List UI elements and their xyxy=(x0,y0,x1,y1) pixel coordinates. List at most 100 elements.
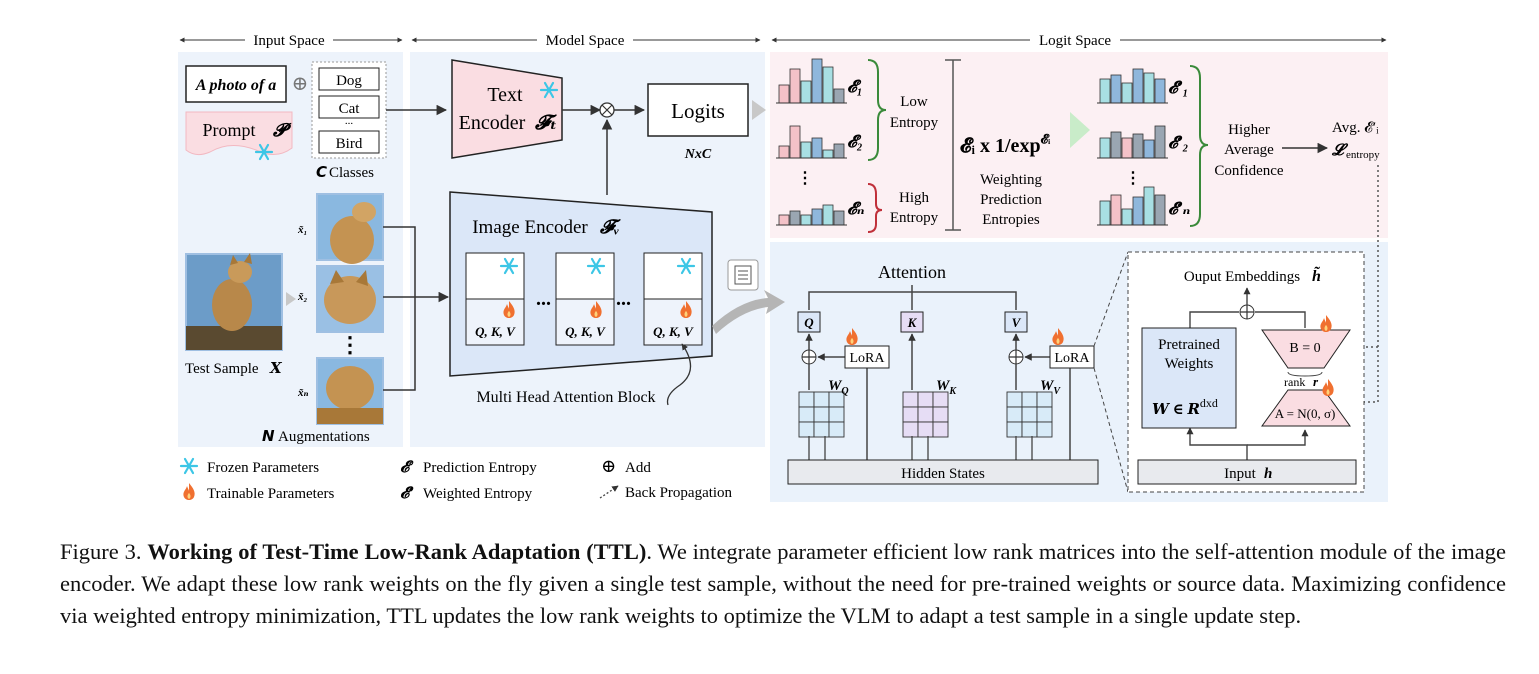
histogram-bar xyxy=(1110,74,1122,104)
weighting-line1: Weighting xyxy=(980,172,1043,188)
lora-zoom-line-bottom xyxy=(1093,367,1129,493)
classes-label: Classes xyxy=(329,165,374,181)
hidden-states-box xyxy=(787,459,1099,485)
lora-q-box xyxy=(844,345,890,369)
weight-grid-cell xyxy=(828,421,845,438)
weight-grid-cell xyxy=(902,391,919,408)
histogram-bar xyxy=(1143,186,1155,226)
test-sample-label: Test Sample xyxy=(185,361,259,377)
histogram-bar xyxy=(1132,133,1144,159)
input-h-label: Input xyxy=(1224,466,1256,482)
class-box-dog xyxy=(318,67,380,91)
backprop-path-a xyxy=(1344,165,1379,406)
text-encoder-symbol: 𝓕ₜ xyxy=(534,112,557,134)
weight-grid-cell xyxy=(828,406,845,423)
augmentation-1 xyxy=(316,193,384,264)
higher-conf-line2: Average xyxy=(1224,142,1274,158)
weight-grid-cell xyxy=(1036,406,1053,423)
lora-q-label: LoRA xyxy=(850,351,886,366)
histogram-bar xyxy=(1099,78,1111,104)
pretrained-line1: Pretrained xyxy=(1158,337,1220,353)
blocks-ellipsis: ... xyxy=(616,288,631,310)
weight-grid-cell xyxy=(1006,406,1023,423)
logit-space-label: Logit Space xyxy=(1039,33,1111,49)
blocks-ellipsis: ... xyxy=(536,288,551,310)
histogram-bar xyxy=(833,88,845,104)
augmentation-n xyxy=(316,357,384,425)
weighting-arrow xyxy=(1070,112,1090,148)
low-entropy-brace xyxy=(867,59,887,161)
weighting-bar xyxy=(945,59,961,231)
weight-grid-cell xyxy=(1006,391,1023,408)
attention-title: Attention xyxy=(878,262,946,282)
histogram-bar xyxy=(1121,137,1133,159)
caption-title: Working of Test-Time Low-Rank Adaptation… xyxy=(147,539,647,564)
flame-icon xyxy=(183,483,195,500)
histogram-bar xyxy=(1099,137,1111,159)
histogram-bar xyxy=(1110,131,1122,159)
histogram-bar xyxy=(822,66,834,104)
histogram-bar xyxy=(1099,200,1111,226)
qkv-label: Q, K, V xyxy=(653,324,694,339)
q-box xyxy=(797,311,821,333)
weight-grid-cell xyxy=(917,421,934,438)
weight-grid-cell xyxy=(902,421,919,438)
aug-connectors xyxy=(383,226,450,391)
logits-to-logit-space-arrow xyxy=(752,100,766,120)
legend-pred-entropy-symbol: 𝓔 xyxy=(400,459,414,476)
zoom-icon xyxy=(727,259,759,291)
attention-block-3: Q, K, V xyxy=(643,252,703,346)
histogram-bar xyxy=(1143,139,1155,159)
qkv-label: Q, K, V xyxy=(565,324,606,339)
concat-icon: ⊕ xyxy=(292,73,309,95)
ttl-diagram: Input Space Model Space Logit Space A ph… xyxy=(178,33,1388,502)
add-cross-lora xyxy=(1240,305,1254,319)
prompt-text-box xyxy=(185,65,287,103)
weight-grid-cell xyxy=(1021,391,1038,408)
augment-arrow xyxy=(286,292,296,306)
weighted-entropy-1: 𝓔′₁ xyxy=(1168,78,1188,97)
histogram-bar xyxy=(833,143,845,159)
caption-figure-label: Figure 3. xyxy=(60,539,142,564)
low-entropy-line2: Entropy xyxy=(890,115,939,131)
histogram-bar xyxy=(789,125,801,159)
rank-label: rank xyxy=(1284,375,1305,389)
lora-b-label: B = 0 xyxy=(1289,341,1320,356)
lora-v-label: LoRA xyxy=(1055,351,1091,366)
classes-symbol: 𝘾 xyxy=(316,165,327,181)
pretrained-line2: Weights xyxy=(1165,356,1214,372)
prompt-text: A photo of a xyxy=(195,77,276,94)
aug-symbol: 𝙉 xyxy=(262,429,275,445)
weighted-vdots: ⋮ xyxy=(1125,170,1141,187)
legend-add: Add xyxy=(625,460,651,476)
weighted-entropy-2: 𝓔′₂ xyxy=(1168,133,1189,152)
histogram-bar xyxy=(1121,82,1133,104)
histogram-bar xyxy=(811,137,823,159)
weight-grid-cell xyxy=(798,391,815,408)
text-encoder-line2: Encoder xyxy=(459,112,526,134)
lora-connectors xyxy=(1186,287,1309,460)
backprop-legend-icon xyxy=(599,485,619,499)
avg-label: Avg. 𝓔′ᵢ xyxy=(1332,120,1379,136)
histogram-bar xyxy=(789,68,801,104)
entropy-vdots: ⋮ xyxy=(797,170,813,187)
add-cross-q xyxy=(802,350,816,364)
augmentation-2 xyxy=(316,265,384,333)
histogram-bar xyxy=(822,204,834,226)
test-sample-image xyxy=(185,253,283,351)
loss-subscript: entropy xyxy=(1346,149,1380,161)
weight-grid-cell xyxy=(798,421,815,438)
class-box-cat xyxy=(318,95,380,119)
weight-grid-cell xyxy=(932,421,949,438)
weight-grid-cell xyxy=(917,391,934,408)
histogram-bar xyxy=(811,58,823,104)
input-h-box xyxy=(1137,459,1357,485)
figure-caption: Figure 3. Working of Test-Time Low-Rank … xyxy=(60,536,1506,632)
input-space-label: Input Space xyxy=(253,33,325,49)
logits-box xyxy=(647,83,749,137)
legend-weighted-entropy: Weighted Entropy xyxy=(423,486,533,502)
weight-grid-cell xyxy=(1021,406,1038,423)
weighted-entropy-histograms xyxy=(1097,68,1168,226)
mha-label: Multi Head Attention Block xyxy=(476,389,655,406)
logits-dims: NxC xyxy=(684,147,712,162)
